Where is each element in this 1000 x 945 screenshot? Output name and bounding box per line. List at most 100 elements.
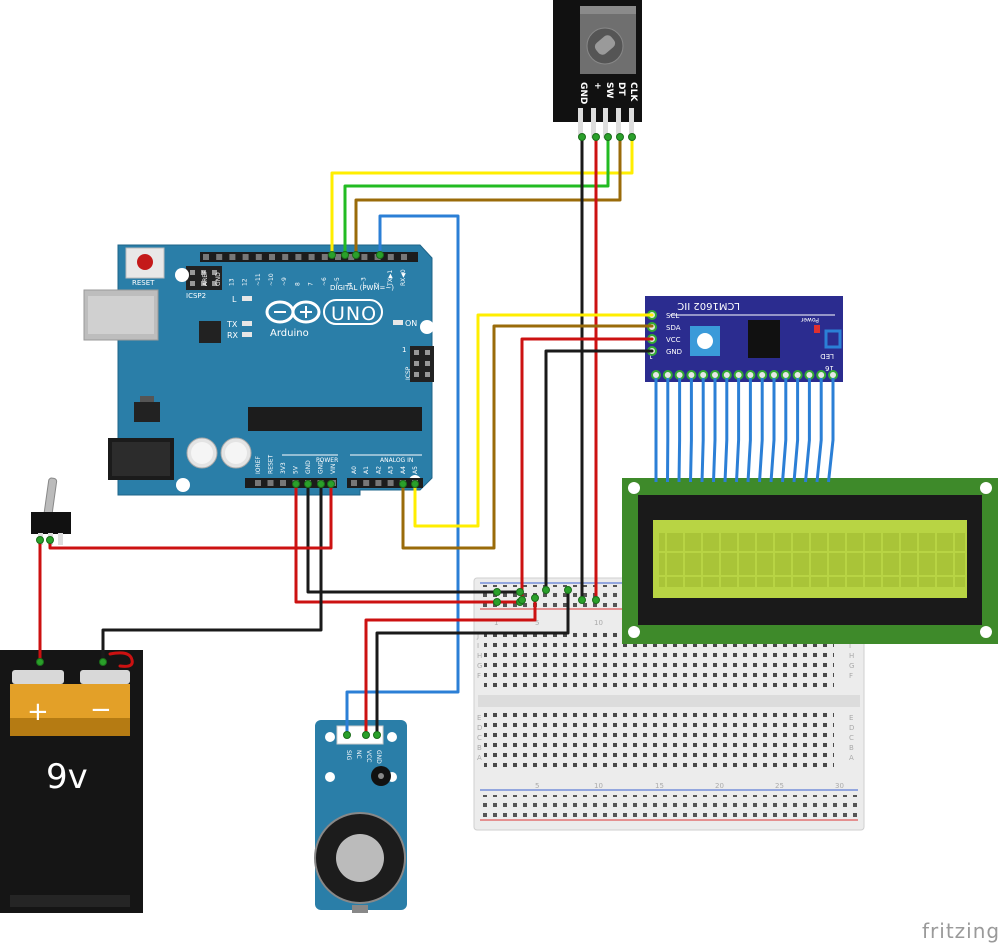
bb-row-label: F: [849, 672, 853, 680]
bb-row-label: A: [477, 754, 482, 762]
analog-pin[interactable]: [387, 480, 394, 486]
icsp-pin1: 1: [402, 346, 406, 354]
digital-pin-label: 2: [374, 282, 381, 286]
bb-row-label: C: [849, 734, 854, 742]
analog-pin-label: A2: [375, 466, 382, 474]
i2c-pin-label: GND: [666, 348, 682, 356]
wire-endpoint: [604, 133, 612, 141]
wire-gnd-black: [306, 482, 499, 594]
digital-pin[interactable]: [361, 254, 368, 260]
digital-pin[interactable]: [295, 254, 302, 260]
digital-pin-label: ~11: [255, 273, 262, 286]
led-tx: [242, 321, 252, 326]
wire-endpoint: [327, 480, 335, 488]
wire-endpoint: [352, 251, 360, 259]
reset-label: RESET: [132, 279, 155, 287]
bb-col-label: 10: [594, 782, 603, 790]
digital-pin-label: 7: [308, 282, 315, 286]
i2c-lcd-pin: [733, 370, 744, 380]
digital-pin[interactable]: [203, 254, 209, 260]
wire-endpoint: [99, 658, 107, 666]
bb-row-label: C: [477, 734, 482, 742]
digital-pin[interactable]: [255, 254, 262, 260]
digital-pin-label: GND: [215, 272, 222, 286]
sensor-pin-label: NC: [355, 750, 362, 759]
wire-endpoint: [343, 731, 351, 739]
wire-clk-yellow: [330, 135, 634, 257]
wire-endpoint: [564, 586, 572, 594]
analog-pin[interactable]: [375, 480, 382, 486]
bb-col-label: 20: [715, 782, 724, 790]
digital-pin[interactable]: [348, 254, 355, 260]
analog-pin-label: A3: [388, 466, 395, 474]
digital-pin[interactable]: [229, 254, 236, 260]
analog-label: ANALOG IN: [380, 457, 413, 464]
digital-pin[interactable]: [216, 254, 223, 260]
analog-pin-label: A0: [351, 466, 358, 474]
battery-plus: +: [27, 697, 49, 727]
bb-row-label: E: [849, 714, 853, 722]
bb-row-label: D: [849, 724, 854, 732]
digital-pin[interactable]: [308, 254, 315, 260]
power-pin[interactable]: [267, 480, 274, 486]
i2c-lcd-pin: [721, 370, 732, 380]
wire-dt-green: [343, 135, 610, 257]
i2c-pin16: 16: [825, 364, 834, 372]
wire-battery-jumper-red: [108, 651, 134, 668]
digital-pin[interactable]: [335, 254, 341, 260]
breadboard-bottom-block: [484, 712, 834, 772]
digital-pin-label: 12: [242, 278, 249, 286]
i2c-lcd-pin: [745, 370, 756, 380]
wire-endpoint: [376, 251, 384, 259]
i2c-lcd-pin: [662, 370, 673, 380]
bb-col-label: 25: [775, 782, 784, 790]
i2c-lcd-pin: [792, 370, 803, 380]
sensor-pin-label: GND: [375, 750, 382, 764]
power-pin[interactable]: [255, 480, 261, 486]
led-rx: [242, 332, 252, 337]
digital-pin[interactable]: [242, 254, 249, 260]
wire-endpoint: [46, 536, 54, 544]
wire-endpoint: [411, 480, 419, 488]
power-pin[interactable]: [280, 480, 286, 486]
wire-endpoint: [328, 251, 336, 259]
wire-5v-red: [294, 482, 499, 604]
i2c-lcd-pin: [651, 370, 661, 380]
analog-header: [347, 478, 423, 488]
model-label: UNO: [331, 303, 377, 325]
i2c-power-label: Power: [800, 316, 819, 323]
led-jumper[interactable]: [824, 329, 842, 349]
digital-pin-label: 4: [347, 282, 354, 286]
digital-pin[interactable]: [401, 254, 407, 260]
wire-endpoint: [592, 596, 600, 604]
lcd-1602-display: [622, 478, 998, 644]
digital-pin[interactable]: [282, 254, 289, 260]
i2c-chip: [748, 320, 780, 358]
usb-chip: [199, 321, 221, 343]
analog-pin[interactable]: [351, 480, 357, 486]
analog-pin[interactable]: [363, 480, 370, 486]
wire-sensor-sig-blue: [345, 214, 460, 737]
digital-pin[interactable]: [387, 254, 394, 260]
digital-pin[interactable]: [321, 254, 328, 260]
wire-i2c-gnd-black: [544, 349, 654, 592]
atmega-chip: [248, 407, 422, 431]
wire-endpoint: [516, 588, 524, 596]
regulator: [134, 402, 160, 422]
wire-scl-yellow: [413, 313, 654, 528]
analog-pin-label: A4: [400, 466, 407, 474]
bb-row-label: H: [849, 652, 854, 660]
power-pin-label: 5V: [293, 465, 300, 474]
toggle-switch[interactable]: [31, 477, 71, 545]
wire-endpoint: [36, 536, 44, 544]
digital-pin[interactable]: [269, 254, 275, 260]
wire-lcd-blue: [677, 378, 682, 483]
icsp-label: ICSP: [405, 366, 412, 380]
power-led: [814, 325, 820, 333]
wire-endpoint: [616, 133, 624, 141]
wire-lcd-blue: [792, 378, 800, 483]
encoder-pin-label: DT: [616, 82, 626, 96]
brand-label: Arduino: [270, 328, 309, 339]
i2c-lcd-pin: [780, 370, 791, 380]
